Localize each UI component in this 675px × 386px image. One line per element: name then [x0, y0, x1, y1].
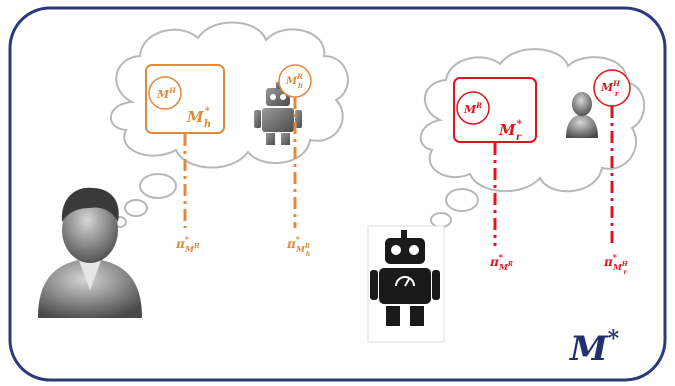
person-icon [38, 187, 142, 318]
human-thought-bubble-2 [124, 199, 148, 217]
robot-model-inner-circle [456, 91, 490, 125]
human-model-inner-label: MH [156, 86, 176, 101]
robot-model-inner-label: MR [463, 101, 482, 116]
human-thought-bubble-1 [139, 173, 177, 199]
robot-cloud-shape [419, 48, 646, 193]
robot-thought-bubble-2 [430, 212, 452, 228]
robot-model-box: MR M*r [453, 77, 537, 143]
robot-model-rect [453, 77, 537, 143]
robot-model-main-label: M*r [498, 119, 523, 143]
corner-model-label: M* [569, 326, 620, 369]
robot-icon [367, 225, 445, 343]
robot-thought-cloud [419, 48, 646, 240]
human-model-inner-circle [148, 76, 182, 110]
robot-icon [254, 82, 302, 145]
human-self-policy-label: π*MH [175, 234, 200, 254]
human-model-rect [145, 64, 225, 134]
robot-self-policy-label: π*MR [489, 252, 513, 272]
human-model-box: MH M*h [145, 64, 225, 134]
person-icon [566, 92, 598, 138]
human-model-main-label: M*h [186, 106, 211, 130]
robot-thought-bubble-1 [445, 188, 479, 212]
